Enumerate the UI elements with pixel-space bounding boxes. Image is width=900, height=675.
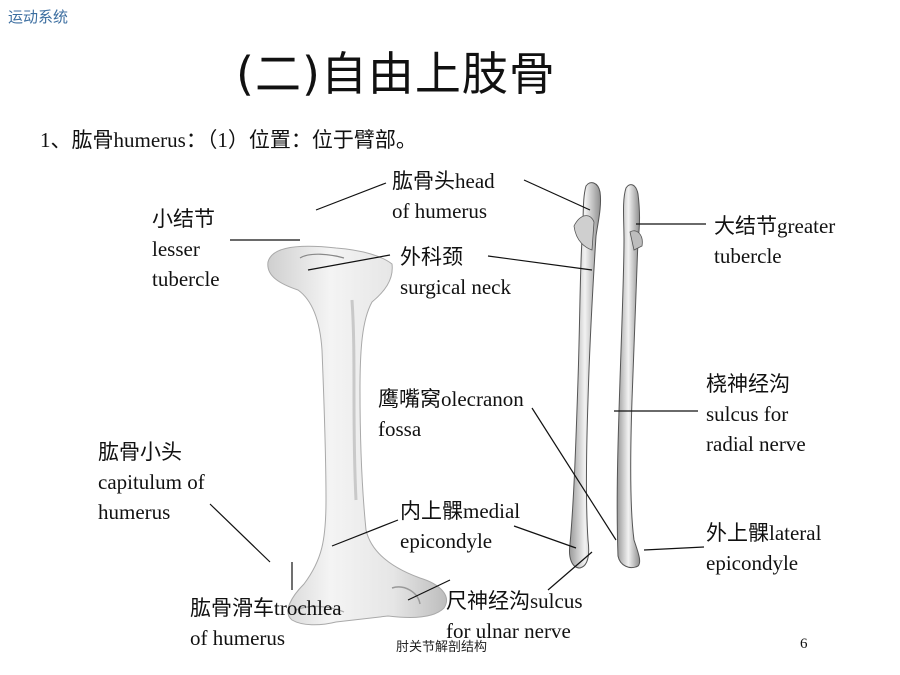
- label-head-of-humerus: 肱骨头head of humerus: [392, 169, 495, 223]
- label-trochlea: 肱骨滑车trochlea of humerus: [190, 596, 342, 650]
- page-number: 6: [800, 636, 808, 652]
- slide-footer: 肘关节解剖结构: [396, 640, 488, 655]
- large-humerus-bone: [267, 245, 447, 626]
- slide-header: 运动系统: [8, 8, 69, 26]
- label-surgical-neck: 外科颈 surgical neck: [400, 245, 511, 299]
- slide-subtitle: 1、肱骨humerus：（1）位置：位于臂部。: [40, 128, 417, 152]
- label-lesser-tubercle: 小结节 lesser tubercle: [152, 207, 220, 291]
- label-capitulum: 肱骨小头 capitulum of humerus: [98, 440, 205, 524]
- anterior-humerus-bone: [569, 182, 601, 569]
- label-medial-epicondyle: 内上髁medial epicondyle: [400, 499, 521, 553]
- label-radial-nerve-sulcus: 桡神经沟 sulcus for radial nerve: [706, 372, 806, 456]
- label-olecranon-fossa: 鹰嘴窝olecranon fossa: [378, 387, 524, 441]
- label-lateral-epicondyle: 外上髁lateral epicondyle: [706, 521, 822, 575]
- slide-title: (二)自由上肢骨: [236, 47, 556, 101]
- label-greater-tubercle: 大结节greater tubercle: [714, 214, 836, 268]
- label-ulnar-nerve-sulcus: 尺神经沟sulcus for ulnar nerve: [446, 589, 583, 643]
